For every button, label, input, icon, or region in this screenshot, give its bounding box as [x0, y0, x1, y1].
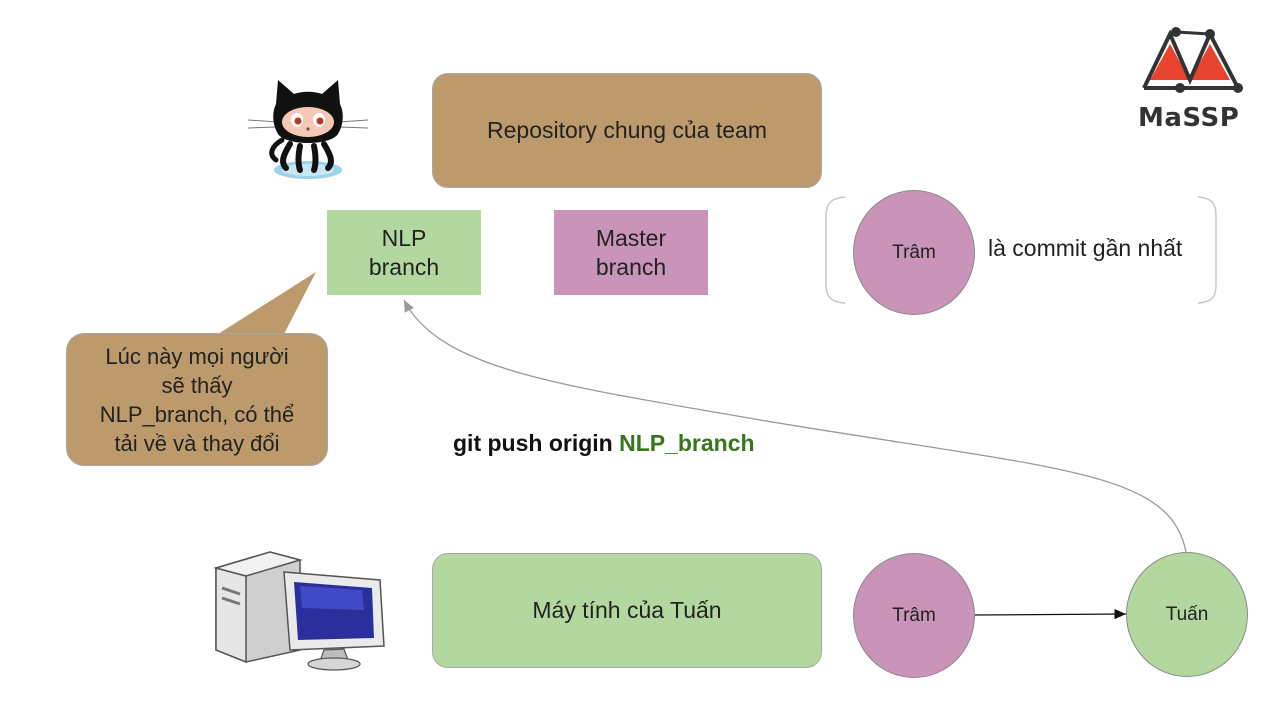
master-branch-line2: branch — [595, 253, 667, 280]
git-command-branch: NLP_branch — [619, 430, 755, 456]
legend-brace-left — [825, 196, 846, 304]
legend-commit-circle: Trâm — [853, 190, 975, 315]
legend-commit-label: Trâm — [892, 241, 936, 263]
push-arrow — [403, 299, 1187, 553]
legend-brace-right — [1197, 196, 1217, 304]
legend-text: là commit gần nhất — [988, 235, 1183, 261]
github-octocat-icon — [247, 80, 369, 179]
computer-icon — [213, 551, 385, 671]
master-branch-box: Master branch — [554, 210, 708, 295]
master-branch-line1: Master — [595, 224, 667, 251]
callout-line1: Lúc này mọi người — [105, 343, 289, 369]
git-command: git push origin NLP_branch — [453, 430, 755, 457]
commit-tuan-label: Tuấn — [1165, 603, 1209, 625]
massp-logo-text: MaSSP — [1138, 103, 1240, 133]
massp-logo: MaSSP — [1138, 22, 1254, 133]
commit-tram-node: Trâm — [853, 553, 975, 678]
commit-arrow — [973, 608, 1127, 620]
local-machine-box: Máy tính của Tuấn — [432, 553, 822, 668]
callout-tail — [218, 272, 316, 334]
nlp-branch-line1: NLP — [381, 224, 427, 251]
massp-logo-mark-icon — [1142, 27, 1243, 93]
nlp-branch-box: NLP branch — [327, 210, 481, 295]
local-machine-label: Máy tính của Tuấn — [532, 597, 722, 623]
callout-line2: sẽ thấy — [161, 372, 233, 398]
callout-line4: tải về và thay đổi — [114, 430, 280, 456]
callout-line3: NLP_branch, có thể — [99, 401, 295, 427]
callout-bubble: Lúc này mọi người sẽ thấy NLP_branch, có… — [66, 333, 328, 466]
git-command-prefix: git push origin — [453, 430, 620, 456]
nlp-branch-line2: branch — [368, 253, 440, 280]
repository-box: Repository chung của team — [432, 73, 822, 188]
commit-tuan-node: Tuấn — [1126, 552, 1248, 677]
commit-tram-label: Trâm — [892, 604, 936, 626]
repository-label: Repository chung của team — [487, 117, 767, 143]
